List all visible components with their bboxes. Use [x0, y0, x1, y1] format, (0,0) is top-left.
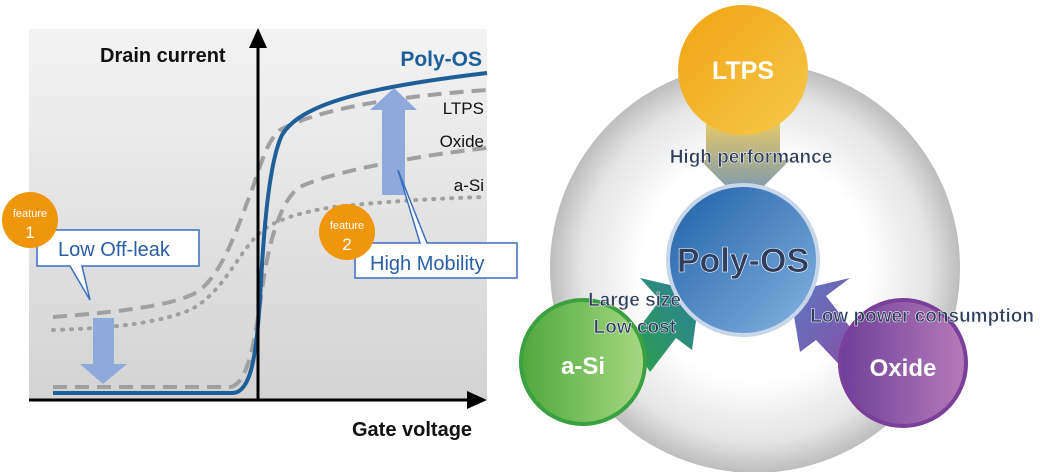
svg-text:2: 2: [342, 235, 351, 254]
svg-text:LTPS: LTPS: [712, 57, 774, 85]
svg-text:feature: feature: [330, 220, 364, 232]
svg-text:Oxide: Oxide: [870, 355, 937, 382]
node-oxide: Oxide: [838, 298, 968, 428]
callout-high-mobility: High Mobility: [354, 169, 518, 279]
benefit-high-performance: High performance: [670, 147, 833, 168]
benefit-large-size: Large size: [588, 290, 681, 311]
iv-curve-chart: Drain current Gate voltage Poly-OS LTPS …: [2, 28, 518, 441]
label-a-si: a-Si: [454, 176, 484, 195]
feature-badge-1: feature 1: [2, 192, 58, 248]
x-axis-arrowhead: [467, 391, 487, 409]
curve-poly-os: [53, 71, 488, 395]
x-axis-label: Gate voltage: [352, 419, 472, 441]
feature-badge-2: feature 2: [319, 204, 375, 260]
callout-text: High Mobility: [370, 253, 484, 275]
callout-low-off-leak: Low Off-leak: [36, 229, 200, 301]
down-arrow-icon: [80, 318, 127, 384]
node-ltps: LTPS: [678, 5, 808, 135]
arrow-ltps-to-poly-os: [700, 110, 790, 205]
svg-text:Poly-OS: Poly-OS: [677, 242, 809, 280]
label-ltps: LTPS: [443, 99, 484, 118]
y-axis-arrowhead: [249, 28, 267, 48]
svg-text:a-Si: a-Si: [561, 353, 605, 380]
benefit-low-power-consumption: Low power consumption: [810, 306, 1034, 327]
y-axis-label: Drain current: [100, 45, 226, 67]
curve-ltps: [52, 88, 488, 319]
node-poly-os: Poly-OS: [666, 183, 820, 337]
label-oxide: Oxide: [440, 132, 484, 151]
node-a-si: a-Si: [519, 298, 647, 426]
poly-os-concept-diagram: LTPS Poly-OS a-Si Oxide High performance…: [519, 5, 1034, 472]
svg-text:feature: feature: [13, 208, 47, 220]
up-arrow-icon: [370, 88, 417, 195]
label-poly-os: Poly-OS: [400, 48, 482, 71]
callout-text: Low Off-leak: [58, 239, 171, 261]
svg-text:1: 1: [25, 223, 34, 242]
benefit-low-cost: Low cost: [594, 317, 677, 338]
curve-a-si: [51, 195, 489, 332]
